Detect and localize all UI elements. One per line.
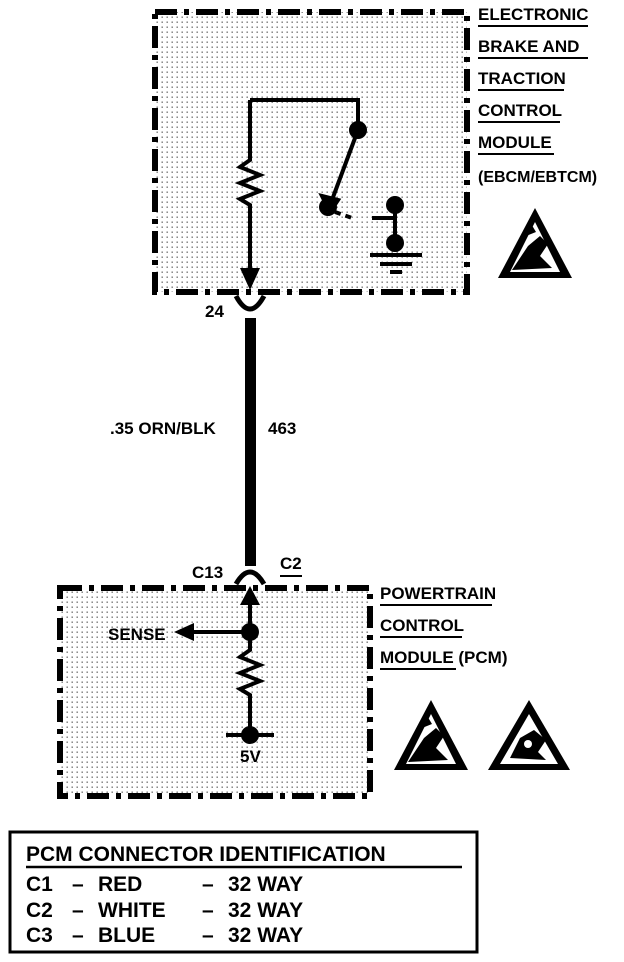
legend-connector-id: C3 — [26, 924, 53, 947]
legend-title: PCM CONNECTOR IDENTIFICATION — [26, 843, 386, 866]
ebcm-label: ELECTRONIC BRAKE AND TRACTION CONTROL MO… — [478, 5, 597, 186]
circuit-number-label: 463 — [268, 419, 296, 438]
legend-dash: – — [72, 924, 84, 947]
legend-connector-size: 32 WAY — [228, 873, 303, 896]
legend-connector-color: WHITE — [98, 899, 166, 922]
legend-connector-size: 32 WAY — [228, 924, 303, 947]
legend-connector-color: RED — [98, 873, 142, 896]
ebcm-connector: 24 — [205, 294, 267, 321]
legend-dash: – — [72, 873, 84, 896]
voltage-label: 5V — [240, 747, 261, 766]
ebcm-pin-label: 24 — [205, 302, 224, 321]
legend-row-c3: C3 – BLUE – 32 WAY — [26, 924, 303, 947]
legend-connector-color: BLUE — [98, 924, 155, 947]
pcm-label: POWERTRAIN CONTROL MODULE (PCM) — [380, 584, 507, 670]
ebcm-label-line-3: TRACTION — [478, 69, 566, 88]
ebcm-switch — [318, 121, 422, 274]
ebcm-label-line-4: CONTROL — [478, 101, 562, 120]
pcm-connector: C13 C2 — [192, 554, 302, 586]
circuit-wire: .35 ORN/BLK 463 — [110, 318, 296, 566]
ebcm-module: ELECTRONIC BRAKE AND TRACTION CONTROL MO… — [152, 5, 597, 295]
legend-dash: – — [72, 899, 84, 922]
pcm-label-line-3: MODULE (PCM) — [380, 648, 507, 667]
caution-handling-icon — [488, 700, 570, 770]
legend-dash: – — [202, 899, 214, 922]
legend-dash: – — [202, 924, 214, 947]
pcm-label-line-2: CONTROL — [380, 616, 464, 635]
legend-dash: – — [202, 873, 214, 896]
legend-connector-id: C2 — [26, 899, 53, 922]
legend-connector-size: 32 WAY — [228, 899, 303, 922]
legend-row-c1: C1 – RED – 32 WAY — [26, 873, 303, 896]
pcm-label-line-1: POWERTRAIN — [380, 584, 496, 603]
esd-warning-icon-pcm — [394, 700, 468, 770]
esd-warning-icon — [498, 208, 572, 278]
legend-connector-id: C1 — [26, 873, 53, 896]
pcm-pin-label: C13 — [192, 563, 223, 582]
ebcm-label-line-1: ELECTRONIC — [478, 5, 589, 24]
pcm-connector-label: C2 — [280, 554, 302, 573]
ebcm-label-line-5: MODULE — [478, 133, 552, 152]
ebcm-label-line-6: (EBCM/EBTCM) — [478, 169, 597, 186]
ebcm-pullup-resistor — [234, 98, 360, 290]
pcm-pullup-resistor — [174, 586, 274, 744]
ebcm-label-line-2: BRAKE AND — [478, 37, 579, 56]
pcm-module: SENSE 5V POWERTRAIN CONTROL MODULE (PCM) — [57, 584, 570, 799]
legend-row-c2: C2 – WHITE – 32 WAY — [26, 899, 303, 922]
connector-legend: PCM CONNECTOR IDENTIFICATION C1 – RED – … — [8, 830, 479, 954]
wire-color-label: .35 ORN/BLK — [110, 419, 217, 438]
sense-label: SENSE — [108, 625, 166, 644]
